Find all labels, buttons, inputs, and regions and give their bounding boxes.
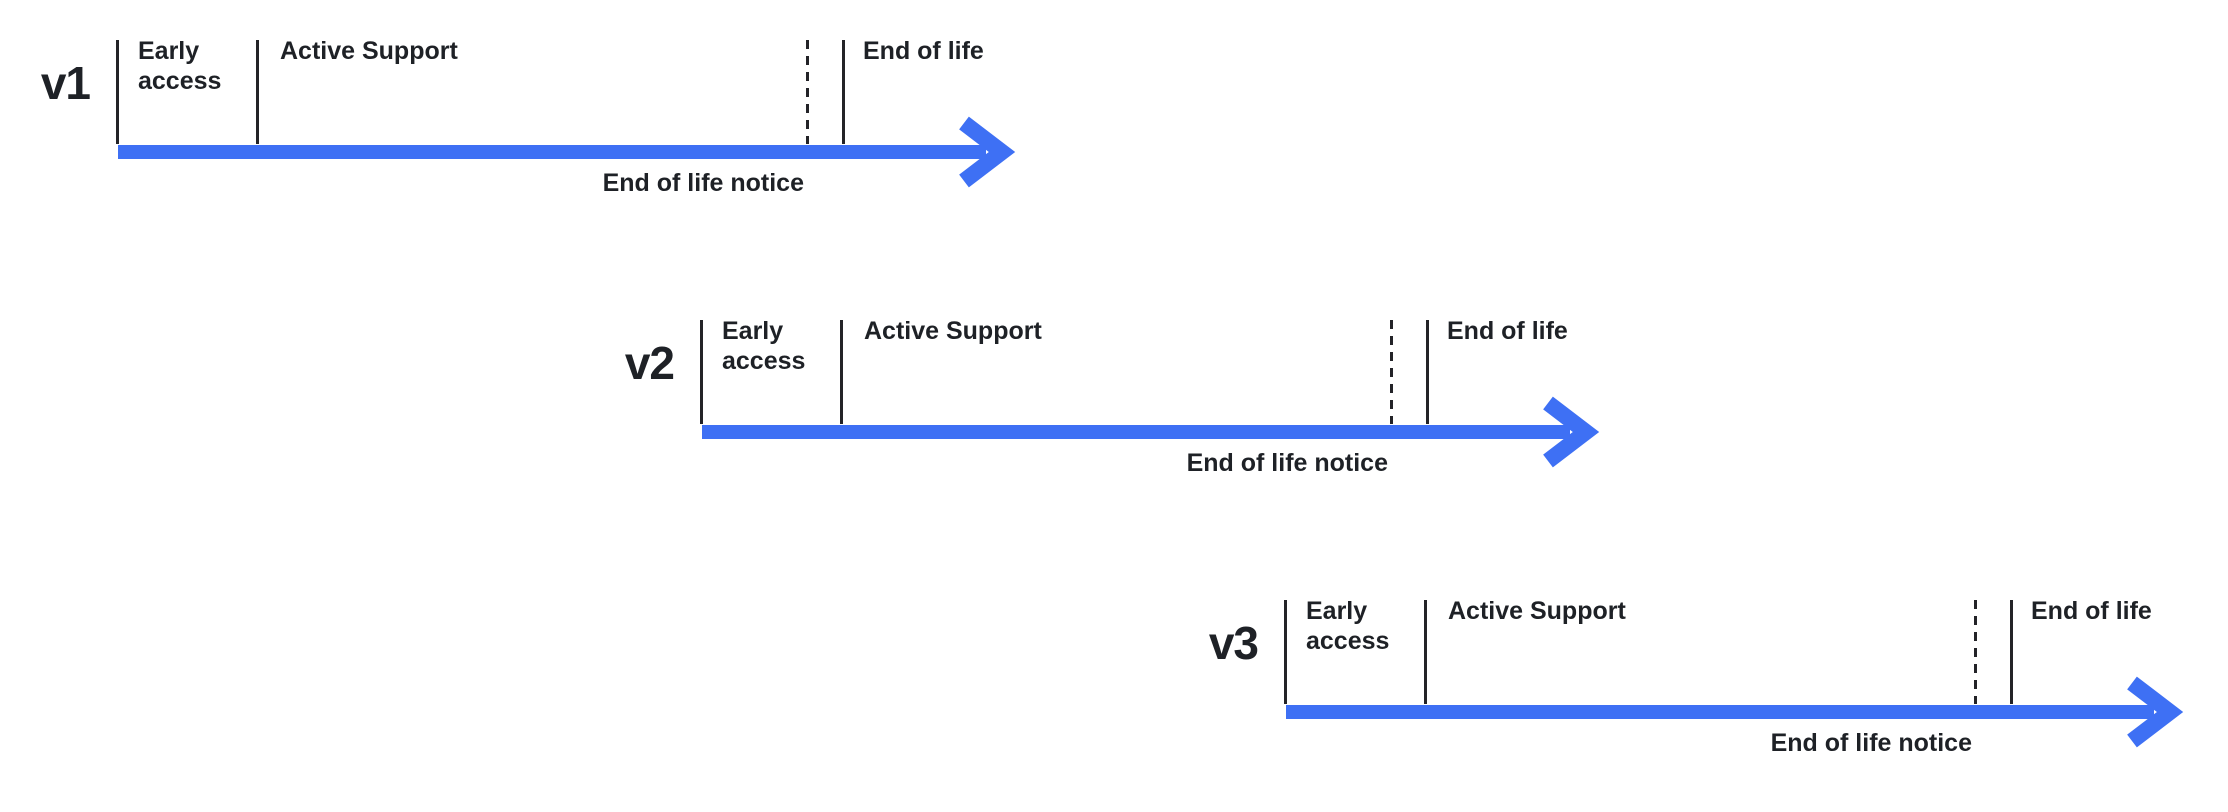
arrow-head-icon bbox=[2127, 676, 2184, 748]
end-of-life-tick bbox=[2010, 600, 2013, 704]
arrow-shaft bbox=[702, 425, 1570, 439]
arrow-head-icon bbox=[1543, 396, 1600, 468]
timeline-v1: v1 Early access Active Support End of li… bbox=[0, 20, 1078, 215]
early-access-end-tick bbox=[1424, 600, 1427, 704]
timeline-start-tick bbox=[116, 40, 119, 144]
end-of-life-label: End of life bbox=[2031, 597, 2152, 625]
eol-notice-dashed-line bbox=[1390, 320, 1393, 424]
active-support-label: Active Support bbox=[280, 37, 458, 65]
eol-notice-dashed-line bbox=[1974, 600, 1977, 704]
early-access-label: Early access bbox=[138, 37, 222, 95]
version-label: v1 bbox=[40, 57, 91, 109]
version-label: v2 bbox=[624, 337, 675, 389]
arrow-shaft bbox=[118, 145, 986, 159]
end-of-life-tick bbox=[842, 40, 845, 144]
timeline-start-tick bbox=[1284, 600, 1287, 704]
arrow-head-icon bbox=[959, 116, 1016, 188]
end-of-life-notice-label: End of life notice bbox=[602, 169, 804, 197]
active-support-label: Active Support bbox=[864, 317, 1042, 345]
timeline-arrow bbox=[1286, 676, 2184, 748]
timeline-arrow bbox=[702, 396, 1600, 468]
timeline-v2: v2 Early access Active Support End of li… bbox=[582, 300, 1662, 495]
timeline-v3: v3 Early access Active Support End of li… bbox=[1166, 580, 2228, 775]
timeline-start-tick bbox=[700, 320, 703, 424]
end-of-life-label: End of life bbox=[863, 37, 984, 65]
early-access-end-tick bbox=[840, 320, 843, 424]
active-support-label: Active Support bbox=[1448, 597, 1626, 625]
end-of-life-tick bbox=[1426, 320, 1429, 424]
end-of-life-notice-label: End of life notice bbox=[1770, 729, 1972, 757]
end-of-life-notice-label: End of life notice bbox=[1186, 449, 1388, 477]
eol-notice-dashed-line bbox=[806, 40, 809, 144]
timeline-arrow bbox=[118, 116, 1016, 188]
early-access-label: Early access bbox=[722, 317, 806, 375]
version-label: v3 bbox=[1208, 617, 1259, 669]
end-of-life-label: End of life bbox=[1447, 317, 1568, 345]
early-access-end-tick bbox=[256, 40, 259, 144]
early-access-label: Early access bbox=[1306, 597, 1390, 655]
arrow-shaft bbox=[1286, 705, 2154, 719]
